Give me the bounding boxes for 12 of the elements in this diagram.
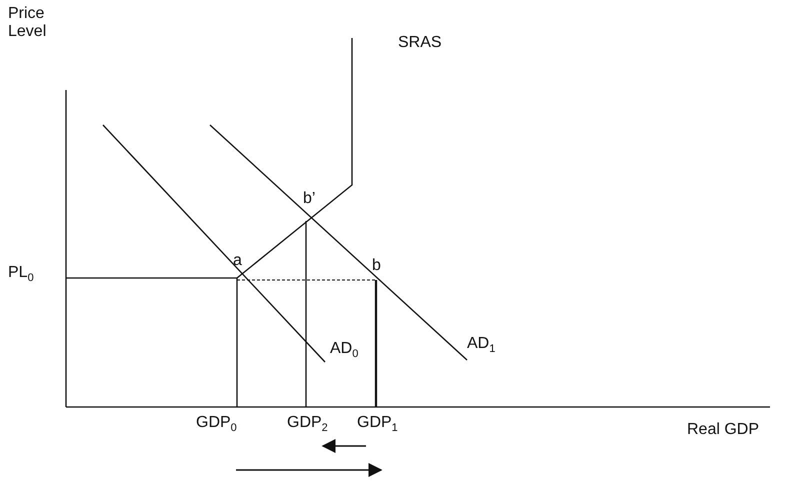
axis-tick-label: GDP$_{2}$ [287, 414, 328, 435]
curve-label: SRAS [398, 34, 442, 52]
axis-title: Real GDP [687, 421, 760, 440]
axis-title: Price Level [8, 5, 48, 42]
axis-tick-label: GDP$_{1}$ [357, 414, 398, 435]
axis-tick-label: GDP$_{0}$ [196, 414, 237, 435]
axis-tick-label: PL$_{0}$ [8, 264, 34, 285]
point-label: b’ [303, 190, 316, 208]
curve-label: AD$_{1}$ [467, 335, 496, 356]
point-label: a [233, 252, 242, 270]
curve-label: AD$_{0}$ [330, 340, 358, 361]
point-label: b [372, 257, 381, 276]
